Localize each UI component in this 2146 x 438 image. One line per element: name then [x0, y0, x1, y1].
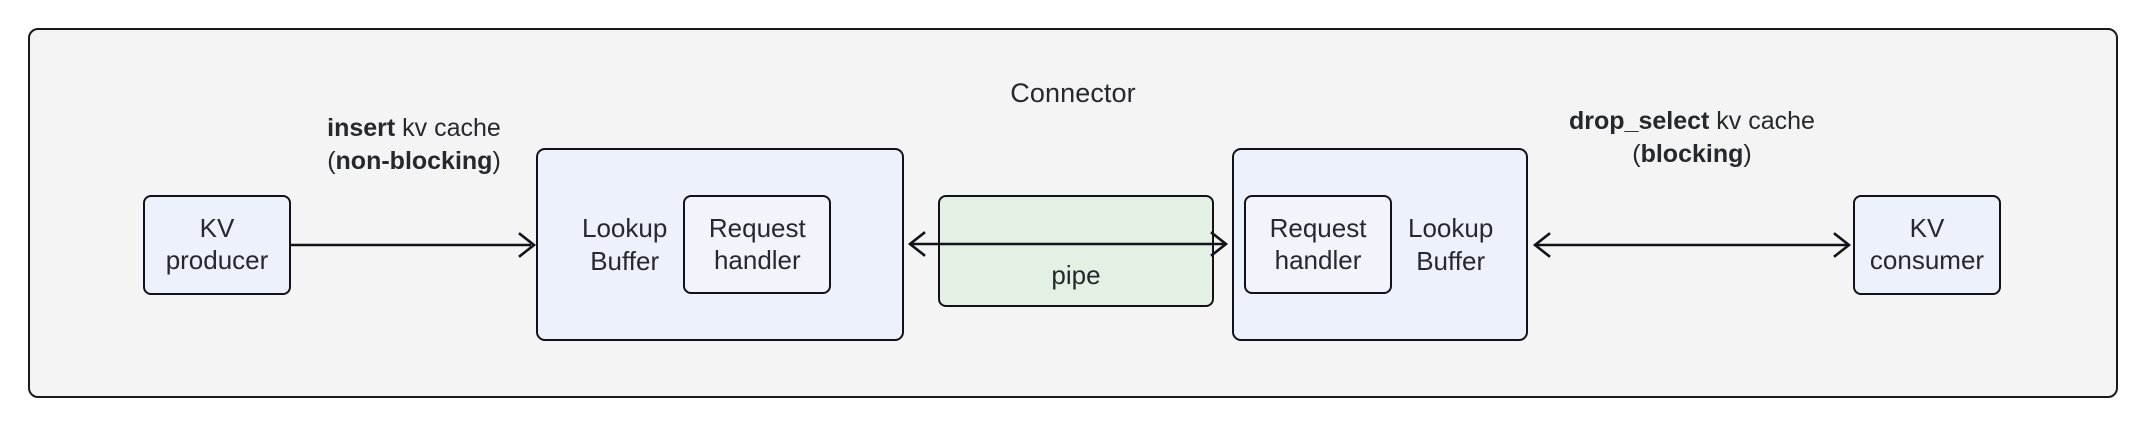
edge-tail-insert: kv cache: [395, 114, 501, 142]
edge-label-insert-line2: (non-blocking): [291, 145, 537, 178]
edge-label-drop-select: drop_select kv cache (blocking): [1530, 105, 1854, 171]
lookup-buffer-left: Lookup Buffer Request handler: [536, 148, 904, 341]
kv-producer-node: KV producer: [143, 195, 291, 295]
pipe-node: pipe: [938, 195, 1214, 307]
edge-label-insert: insert kv cache (non-blocking): [291, 112, 537, 178]
request-handler-right: Request handler: [1244, 195, 1392, 294]
edge-mode-open-drop: (: [1632, 140, 1641, 168]
edge-label-drop-line1: drop_select kv cache: [1530, 105, 1854, 138]
lookup-buffer-right-label: Lookup Buffer: [1408, 213, 1494, 276]
edge-op-drop-select: drop_select: [1569, 107, 1710, 135]
edge-label-drop-line2: (blocking): [1530, 138, 1854, 171]
edge-mode-close-drop: ): [1743, 140, 1752, 168]
connector-title: Connector: [1010, 78, 1136, 108]
edge-tail-drop-select: kv cache: [1709, 107, 1815, 135]
edge-mode-open-insert: (: [327, 147, 336, 175]
arrow-insert: [291, 232, 537, 258]
kv-producer-label: KV producer: [165, 213, 269, 275]
lookup-buffer-left-label: Lookup Buffer: [582, 213, 668, 276]
edge-label-insert-line1: insert kv cache: [291, 112, 537, 145]
edge-mode-drop-select: blocking: [1640, 140, 1744, 168]
request-handler-left: Request handler: [683, 195, 832, 294]
pipe-label: pipe: [1051, 260, 1101, 290]
lookup-buffer-right: Request handler Lookup Buffer: [1232, 148, 1528, 341]
edge-op-insert: insert: [327, 114, 396, 142]
arrow-pipe-bidirectional: [907, 231, 1229, 257]
kv-consumer-node: KV consumer: [1853, 195, 2001, 295]
edge-mode-close-insert: ): [492, 147, 501, 175]
edge-mode-insert: non-blocking: [335, 147, 493, 175]
kv-consumer-label: KV consumer: [1869, 213, 1985, 275]
arrow-drop-select-bidirectional: [1532, 232, 1852, 258]
